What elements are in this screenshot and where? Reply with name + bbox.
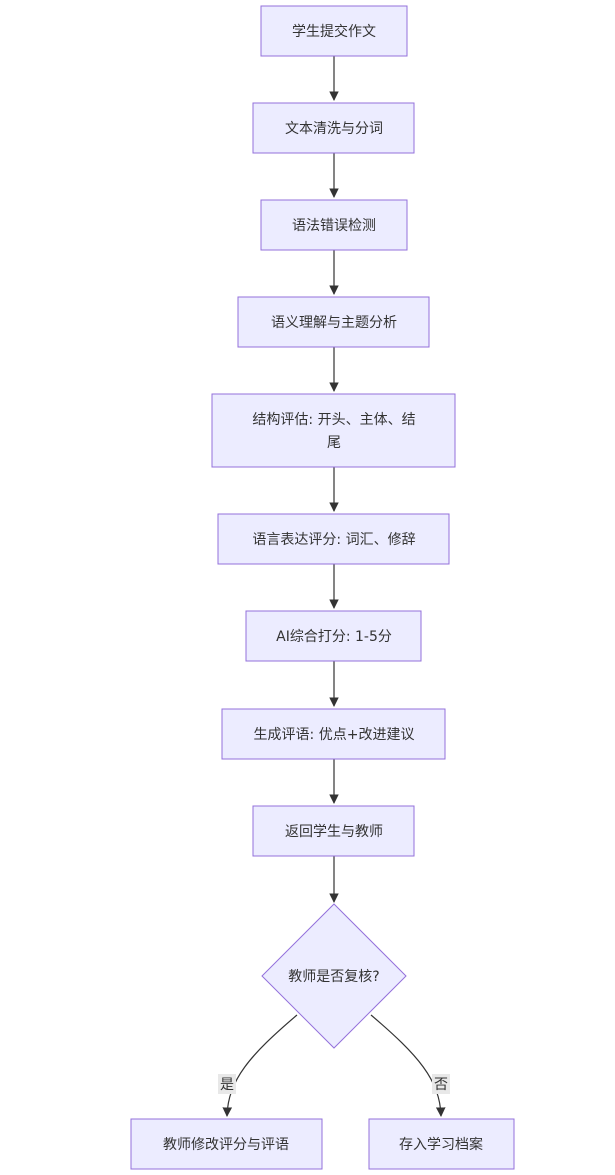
node-decision: 教师是否复核? — [261, 903, 407, 1049]
node-language-label: 语言表达评分: 词汇、修辞 — [252, 532, 415, 548]
node-revise: 教师修改评分与评语 — [130, 1118, 323, 1170]
node-clean: 文本清洗与分词 — [252, 102, 415, 154]
node-clean-label: 文本清洗与分词 — [285, 121, 383, 137]
node-language: 语言表达评分: 词汇、修辞 — [217, 513, 450, 565]
node-return-label: 返回学生与教师 — [285, 824, 383, 840]
node-archive-label: 存入学习档案 — [399, 1136, 483, 1153]
edge-decision-yes — [222, 1014, 298, 1117]
node-score-label: AI综合打分: 1-5分 — [276, 628, 392, 645]
node-semantic-label: 语义理解与主题分析 — [271, 315, 397, 331]
node-structure-label-line2: 尾 — [327, 435, 341, 451]
edge-label-no-text: 否 — [434, 1077, 448, 1093]
node-submit-label: 学生提交作文 — [292, 23, 376, 40]
node-comment: 生成评语: 优点+改进建议 — [221, 708, 446, 760]
node-grammar-label: 语法错误检测 — [292, 218, 376, 234]
node-comment-label: 生成评语: 优点+改进建议 — [254, 727, 415, 743]
node-submit: 学生提交作文 — [260, 5, 408, 57]
edge-label-yes-text: 是 — [220, 1077, 234, 1093]
node-structure: 结构评估: 开头、主体、结 尾 — [211, 393, 456, 468]
node-structure-label-line1: 结构评估: 开头、主体、结 — [252, 412, 415, 428]
node-revise-label: 教师修改评分与评语 — [163, 1137, 289, 1153]
node-decision-label: 教师是否复核? — [288, 968, 379, 985]
node-score: AI综合打分: 1-5分 — [245, 610, 422, 662]
edges — [222, 56, 446, 1117]
edge-label-yes: 是 — [218, 1074, 236, 1094]
node-semantic: 语义理解与主题分析 — [237, 296, 430, 348]
edge-decision-no — [370, 1014, 446, 1117]
edge-label-no: 否 — [432, 1074, 450, 1094]
node-archive: 存入学习档案 — [368, 1118, 515, 1170]
node-grammar: 语法错误检测 — [260, 199, 408, 251]
node-return: 返回学生与教师 — [252, 805, 415, 857]
